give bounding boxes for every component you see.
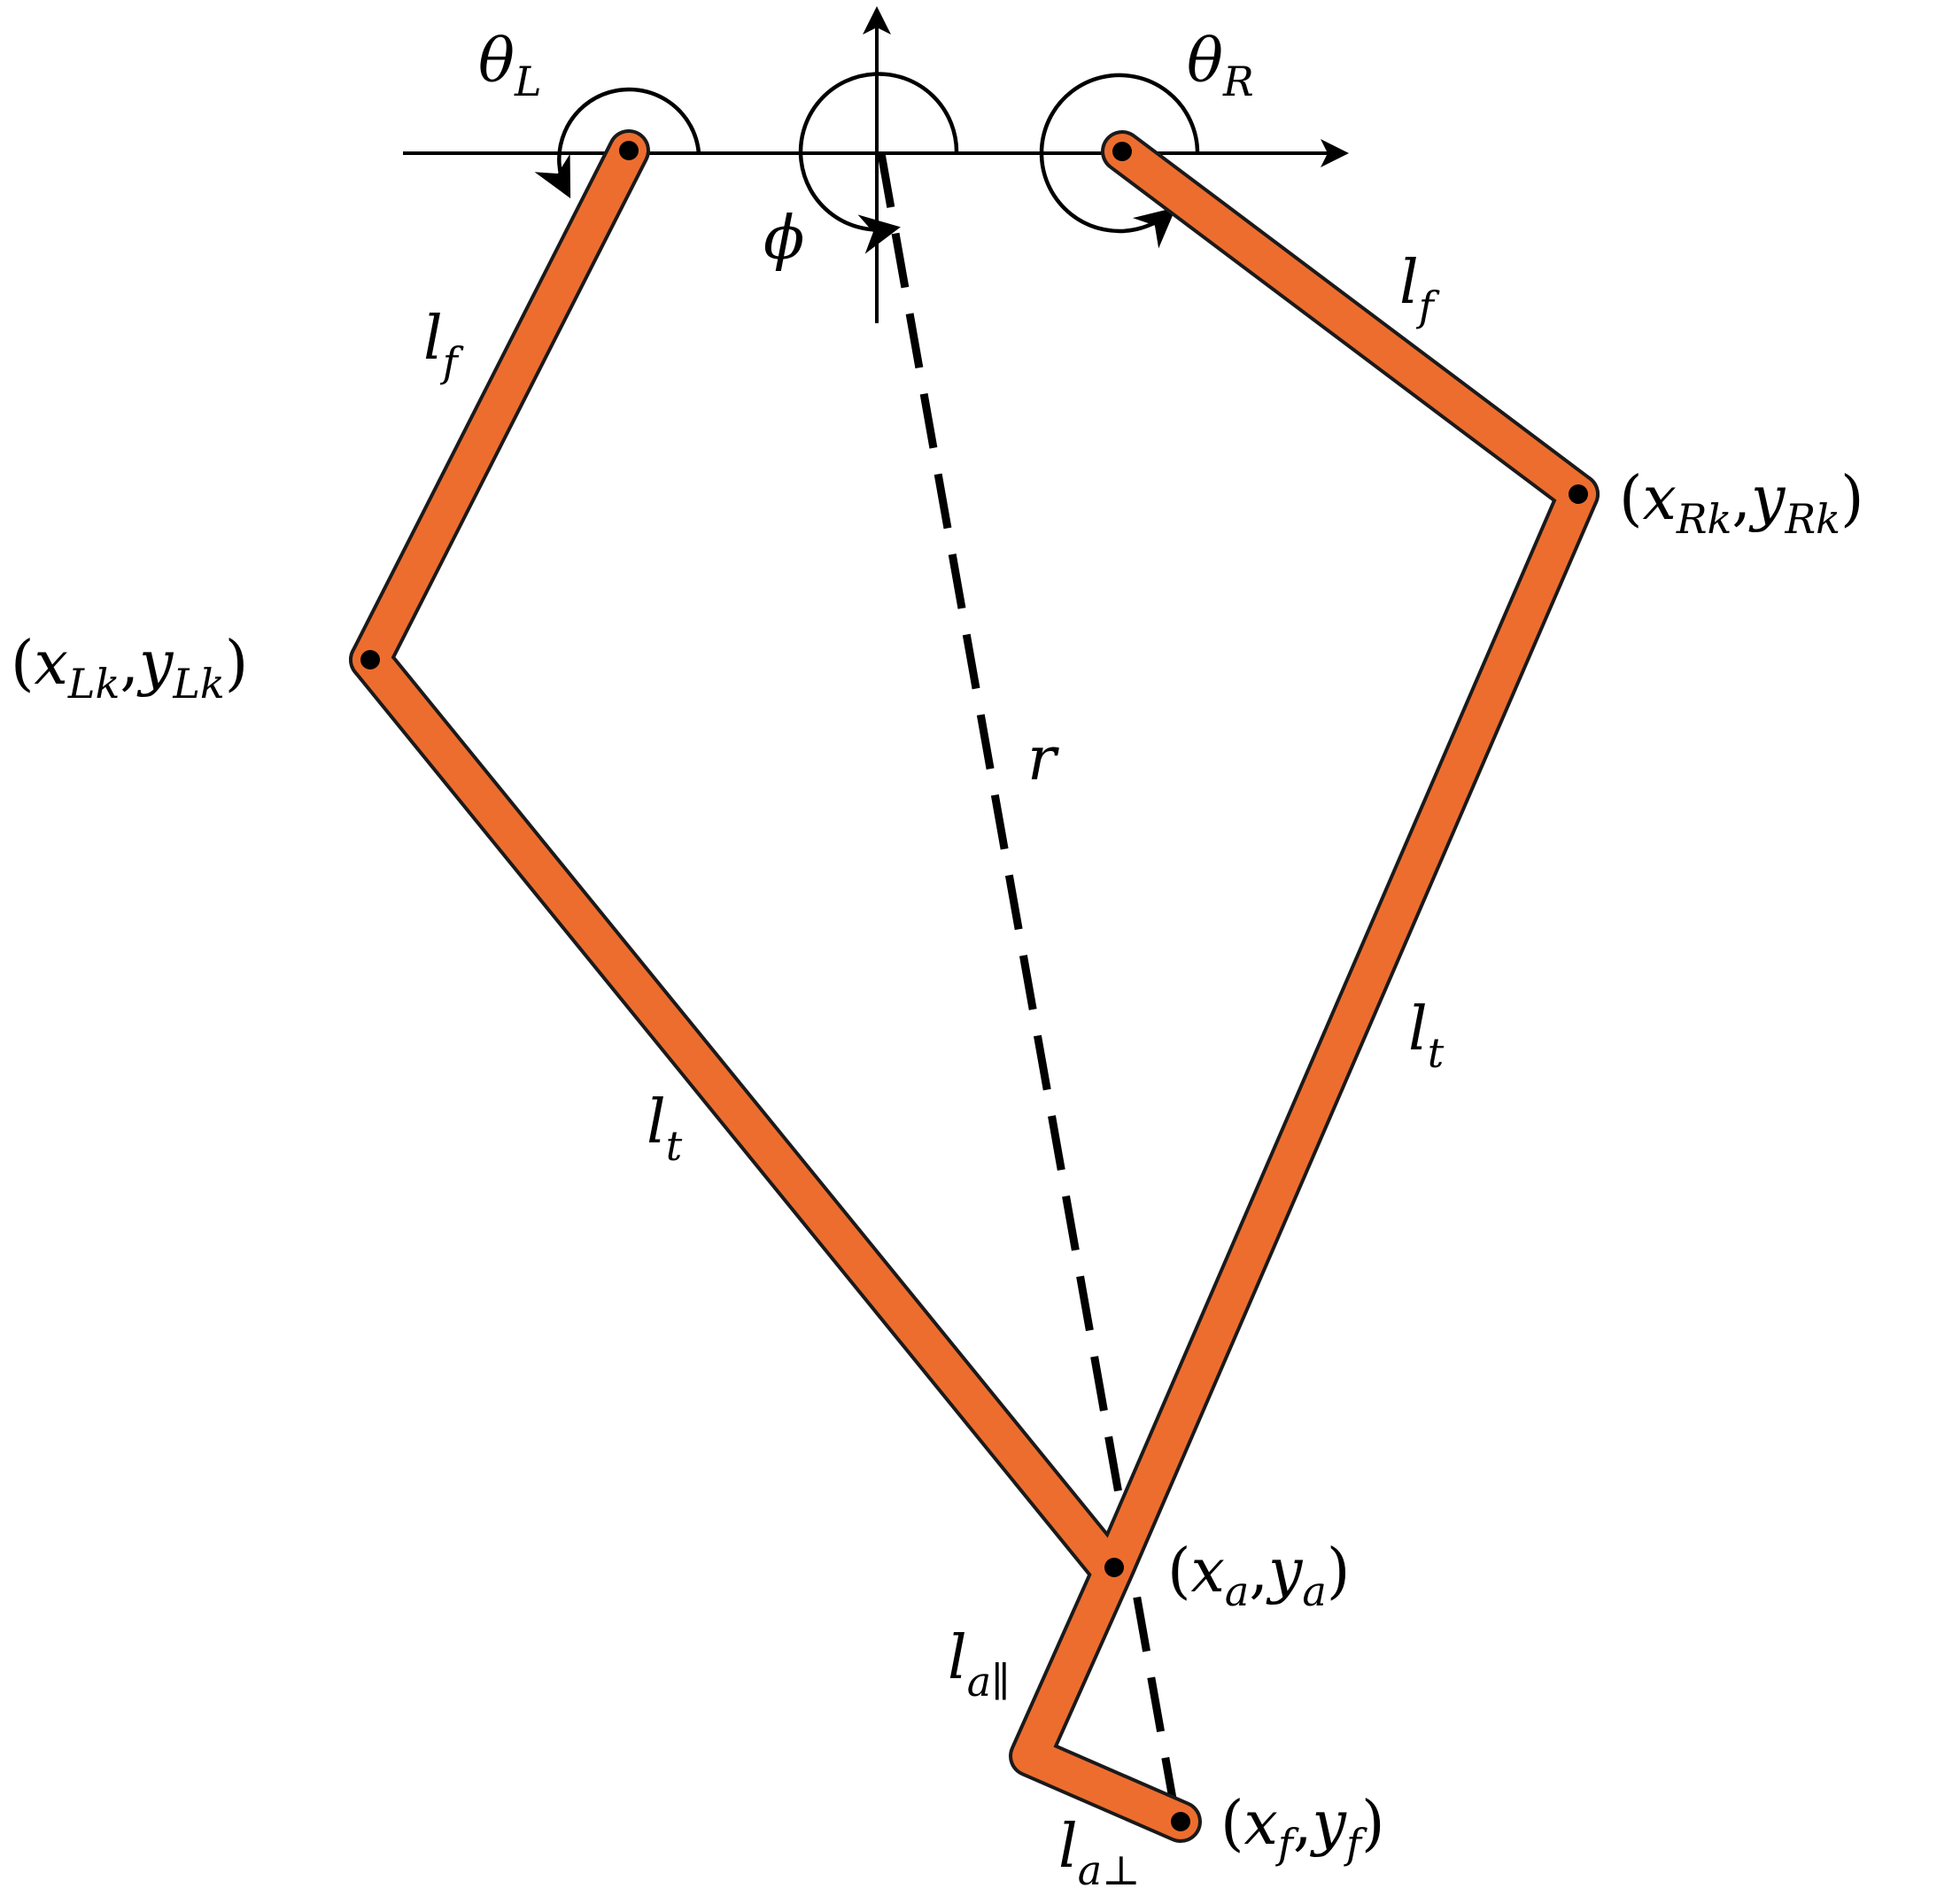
lt-left-label: lt xyxy=(647,1087,683,1170)
link-outlines xyxy=(349,129,1600,1843)
phi-angle-arc xyxy=(798,72,959,254)
foot-point xyxy=(1171,1812,1190,1831)
left-knee-coordinate-label: (xLk,yLk) xyxy=(11,629,248,708)
right-hip-joint xyxy=(1112,142,1132,161)
la-parallel-label: la∥ xyxy=(948,1623,1010,1706)
ankle-joint xyxy=(1104,1558,1124,1577)
left-femur-link xyxy=(352,133,647,677)
lf-left-label: lf xyxy=(423,304,464,386)
link-fills xyxy=(352,133,1596,1839)
r-label: r xyxy=(1027,724,1059,794)
left-tibia-link xyxy=(352,642,1127,1585)
lf-right-label: lf xyxy=(1399,248,1440,330)
radius-dashed-line xyxy=(877,152,1182,1830)
lt-right-label: lt xyxy=(1408,994,1445,1077)
right-knee-coordinate-label: (xRk,yRk) xyxy=(1619,464,1864,543)
ankle-coordinate-label: (xa,ya) xyxy=(1167,1536,1350,1615)
right-femur-link xyxy=(1104,134,1596,512)
theta-R-label: θR xyxy=(1187,27,1254,105)
theta-L-angle-arc xyxy=(534,87,701,199)
right-tibia-foot-link xyxy=(1012,476,1596,1839)
foot-coordinate-label: (xf,yf) xyxy=(1220,1789,1385,1868)
theta-R-angle-arc xyxy=(1039,73,1200,249)
phi-label: ϕ xyxy=(763,204,804,274)
right-knee-joint xyxy=(1569,484,1588,504)
theta-L-label: θL xyxy=(478,27,542,105)
left-knee-joint xyxy=(360,650,380,669)
la-perpendicular-label: la⊥ xyxy=(1058,1812,1140,1894)
left-hip-joint xyxy=(619,141,639,160)
